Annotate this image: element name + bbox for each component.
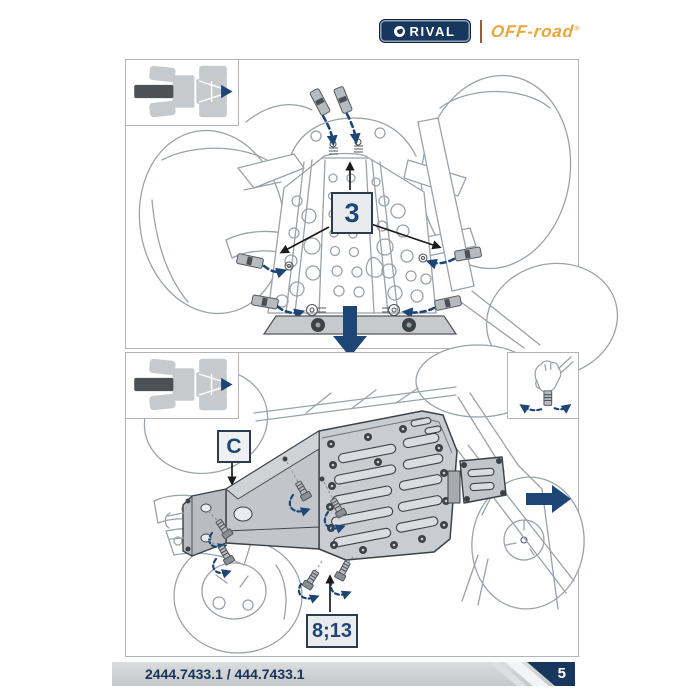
label-arrows: [279, 161, 442, 254]
bolt-icon-top-right: [333, 86, 353, 114]
mounting-studs: [284, 138, 428, 317]
rival-wordmark: RIVAL: [409, 23, 456, 39]
bolt-icon-right-lower: [434, 295, 462, 311]
vehicle-orientation-inset: [125, 59, 239, 126]
page-footer: 2444.7433.1 / 444.7433.1 5: [112, 662, 575, 686]
offroad-wordmark: OFF-road®: [490, 21, 581, 41]
zone-label-c: C: [217, 430, 251, 463]
vehicle-top-view-icon: [134, 65, 233, 118]
bolt-icon-top-left: [309, 88, 331, 116]
brand-divider: [480, 19, 482, 43]
rival-paw-icon: [394, 25, 406, 37]
underside-installation-drawing: [143, 344, 585, 654]
bolt-icon-left-lower: [251, 294, 279, 310]
vehicle-top-view-icon: [134, 358, 233, 411]
brand-header: RIVAL OFF-road®: [379, 17, 581, 45]
bolt-icon-left-upper: [236, 253, 264, 269]
highlighted-plate-zone: [134, 377, 174, 392]
vehicle-orientation-inset: [125, 352, 239, 419]
hand-tighten-icon: [519, 356, 574, 414]
plate-slots: [331, 417, 444, 548]
bolt-icon-right-upper: [454, 246, 482, 262]
step-label-3: 3: [331, 192, 373, 234]
rear-bracket: [447, 456, 507, 504]
page-number-tab: 5: [465, 662, 575, 686]
page-number: 5: [557, 665, 566, 682]
insertion-arrows: [262, 112, 456, 320]
rear-wheel-partial: [457, 262, 619, 378]
main-skid-plate: [318, 410, 458, 561]
registered-mark: ®: [573, 24, 581, 32]
direction-arrow-icon: [221, 377, 233, 392]
direction-arrow-icon: [221, 84, 233, 99]
plate-front-edge: [262, 315, 458, 335]
right-arrow-icon: [526, 485, 571, 513]
hand-tighten-fasteners: [207, 456, 354, 604]
part-numbers: 2444.7433.1 / 444.7433.1: [145, 666, 305, 682]
hand-tighten-inset: [507, 352, 579, 419]
highlighted-plate-zone: [134, 84, 174, 99]
front-installation-drawing: [138, 74, 619, 378]
plate-bolt-heads: [326, 425, 450, 554]
figure-front-plate-step: 3: [125, 59, 619, 378]
figure-main-plate-step: C 8;13: [125, 344, 585, 657]
step-label-8-13: 8;13: [306, 614, 358, 648]
footer-stripes: [489, 662, 575, 686]
rival-logo: RIVAL: [379, 19, 471, 43]
down-arrow-icon: [333, 306, 367, 357]
front-skid-plate: [267, 138, 437, 317]
label-arrows: [227, 461, 335, 612]
